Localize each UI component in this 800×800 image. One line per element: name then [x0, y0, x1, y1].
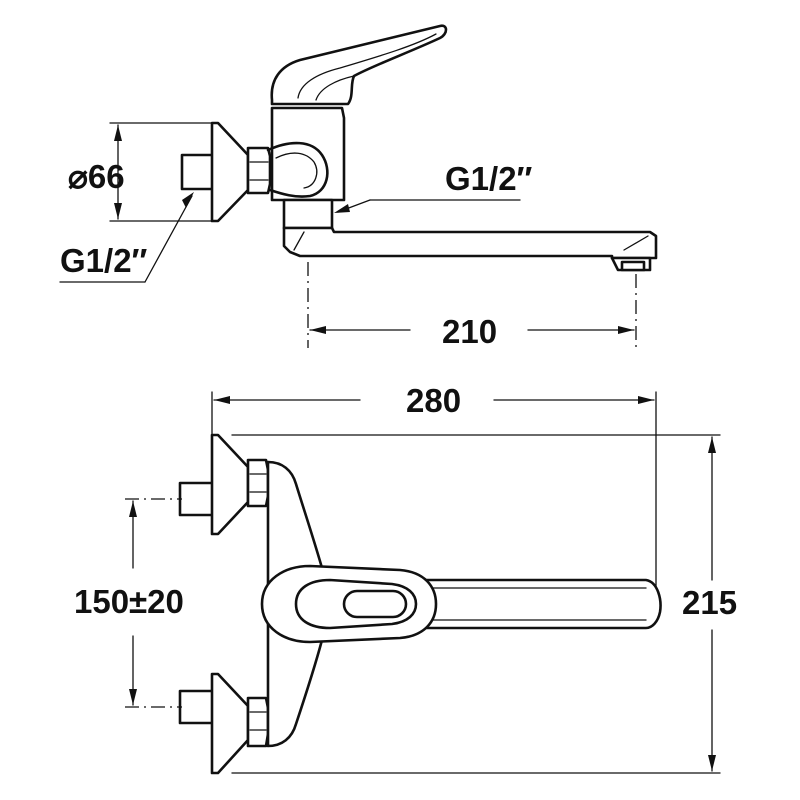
side-spout-collar	[282, 198, 334, 230]
plan-upper-flange	[210, 433, 250, 536]
side-view: ⌀66 G1/2″ G1/2″ 210	[59, 24, 658, 350]
plan-lever-handle	[260, 564, 438, 644]
plan-lower-flange	[210, 672, 250, 775]
side-lever-handle	[270, 24, 448, 106]
plan-view: 280 150±20	[74, 382, 737, 775]
side-union-nut	[246, 146, 272, 195]
plan-lower-inlet-pipe	[178, 689, 216, 725]
thread-right-label: G1/2″	[445, 160, 533, 197]
overall-depth-label: 215	[682, 584, 737, 621]
plan-upper-inlet-pipe	[178, 481, 216, 517]
plan-lower-union-nut	[246, 696, 270, 748]
side-wall-flange	[210, 121, 250, 223]
side-body-arm	[266, 141, 329, 198]
diameter-label: ⌀66	[68, 158, 125, 195]
side-spout	[282, 226, 658, 260]
plan-upper-union-nut	[246, 458, 270, 508]
overall-width-label: 280	[406, 382, 461, 419]
spout-reach-label: 210	[442, 313, 497, 350]
inlet-spacing-label: 150±20	[74, 583, 184, 620]
plan-spout	[398, 578, 662, 630]
plan-lever-grip	[342, 589, 408, 619]
side-inlet-pipe	[180, 153, 216, 191]
thread-left-label: G1/2″	[60, 242, 148, 279]
